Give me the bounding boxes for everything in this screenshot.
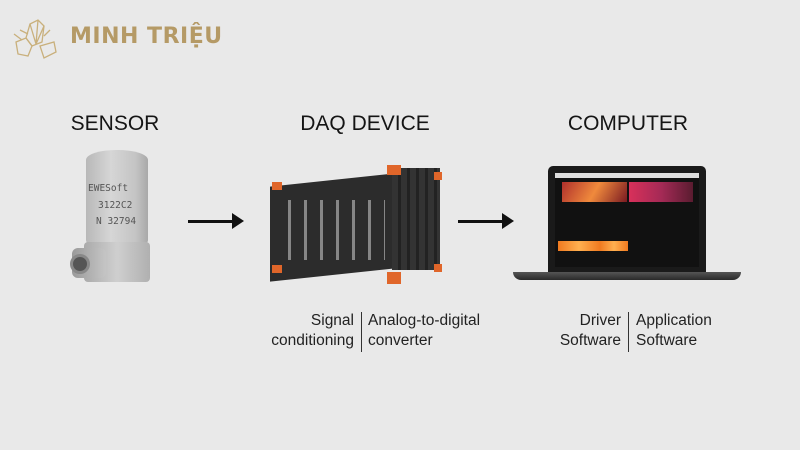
arrow-sensor-to-daq	[188, 213, 244, 229]
adc-label: Analog-to-digital converter	[368, 311, 508, 351]
logo	[10, 16, 62, 62]
caption-line: Driver	[579, 312, 621, 329]
caption-divider	[361, 312, 362, 352]
daq-device-image	[270, 160, 445, 290]
caption-line: Analog-to-digital	[368, 312, 481, 329]
signal-conditioning-label: Signal conditioning	[250, 311, 354, 351]
connector	[70, 254, 90, 274]
caption-line: Application	[636, 312, 712, 329]
laptop-image	[513, 166, 743, 284]
caption-line: conditioning	[271, 332, 354, 349]
computer-title: COMPUTER	[567, 112, 689, 135]
caption-line: Signal	[310, 312, 354, 329]
caption-line: Software	[559, 332, 621, 349]
driver-software-label: Driver Software	[530, 311, 621, 351]
daq-device-title: DAQ DEVICE	[300, 112, 430, 135]
sensor-serial: N 32794	[96, 216, 137, 227]
application-software-label: Application Software	[636, 311, 756, 351]
caption-divider	[628, 312, 629, 352]
laptop-screen	[555, 173, 699, 267]
sensor-model: 3122C2	[98, 200, 133, 211]
caption-line: Software	[636, 332, 698, 349]
sensor-brand: EWESoft	[88, 183, 129, 194]
caption-line: converter	[368, 332, 433, 349]
sensor-title: SENSOR	[70, 112, 160, 135]
sensor-image: EWESoft 3122C2 N 32794	[70, 150, 158, 295]
logo-text: MINH TRIỆU	[70, 24, 223, 49]
crystal-lotus-icon	[13, 19, 57, 59]
arrow-daq-to-computer	[458, 213, 514, 229]
